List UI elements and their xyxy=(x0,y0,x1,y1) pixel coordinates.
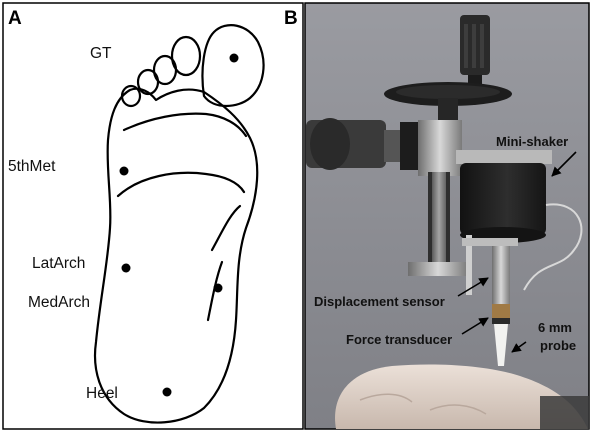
mini-shaker-body xyxy=(460,163,546,235)
lat-arch-label: LatArch xyxy=(32,255,85,272)
probe-size-label: 6 mm xyxy=(538,320,572,335)
panel-b-letter: B xyxy=(284,8,298,29)
fifth-met-site-dot xyxy=(120,167,129,176)
panel-b: B Mini-shaker Displacement sensor Force … xyxy=(284,3,589,429)
panel-a: A GT 5thMet LatArch MedArch Heel xyxy=(3,3,303,429)
med-arch-label: MedArch xyxy=(28,294,90,311)
gt-label: GT xyxy=(90,45,112,62)
heel-site-dot xyxy=(163,388,172,397)
lat-arch-site-dot xyxy=(122,264,131,273)
panel-a-frame xyxy=(3,3,303,429)
gt-site-dot xyxy=(230,54,239,63)
displacement-sensor-label: Displacement sensor xyxy=(314,294,445,309)
fifth-met-label: 5thMet xyxy=(8,158,56,175)
force-transducer-body xyxy=(492,304,510,318)
mini-shaker-label: Mini-shaker xyxy=(496,134,568,149)
probe-word-label: probe xyxy=(540,338,576,353)
med-arch-site-dot xyxy=(214,284,223,293)
force-transducer-label: Force transducer xyxy=(346,332,452,347)
panel-a-letter: A xyxy=(8,8,22,29)
vertical-rail xyxy=(418,120,462,176)
displacement-sensor-body xyxy=(492,246,510,304)
mounting-plate xyxy=(456,150,552,164)
heel-label: Heel xyxy=(86,385,118,402)
